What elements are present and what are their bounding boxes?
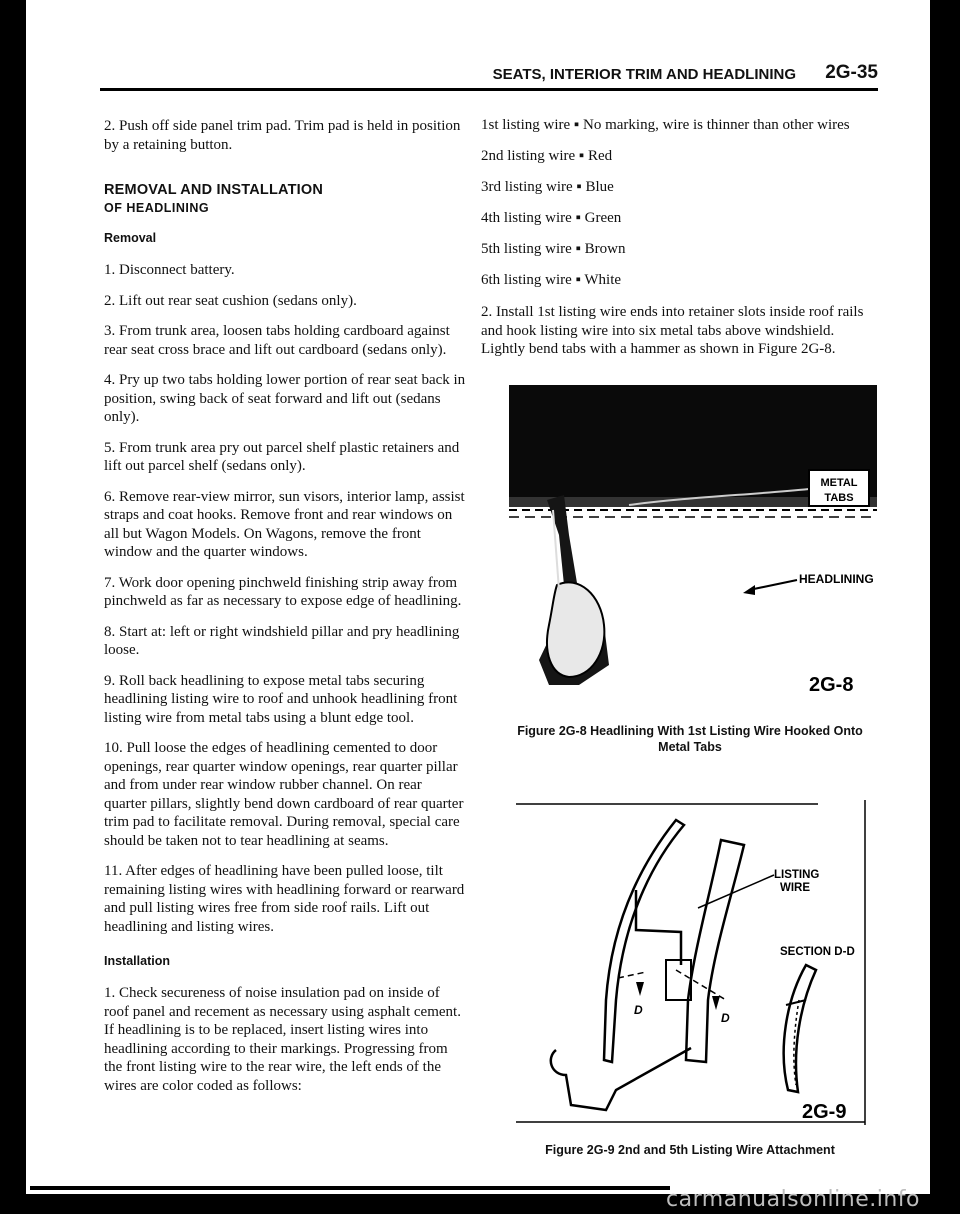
removal-step: 1. Disconnect battery. xyxy=(104,262,235,278)
watermark: carmanualsonline.info xyxy=(666,1187,920,1212)
wire-row: 5th listing wire ▪ Brown xyxy=(481,241,626,257)
removal-heading: Removal xyxy=(104,231,157,245)
label-tabs: TABS xyxy=(824,492,853,504)
label-metal: METAL xyxy=(820,477,857,489)
wire-row: 2nd listing wire ▪ Red xyxy=(481,148,613,164)
removal-step: 5. From trunk area pry out parcel shelf … xyxy=(104,439,460,475)
label-wire: WIRE xyxy=(780,882,810,894)
removal-step: 10. Pull loose the edges of headlining c… xyxy=(104,740,464,849)
page-border-right xyxy=(930,0,960,1214)
section-subtitle: OF HEADLINING xyxy=(104,201,210,215)
removal-step: 6. Remove rear-view mirror, sun visors, … xyxy=(104,488,465,561)
figure-2g-8-photo: METAL TABS HEADLINING 2G-8 xyxy=(509,385,877,703)
wire-marking: Brown xyxy=(584,241,626,257)
figure-2g-9-diagram: D D LISTING WIRE SECTION D-D 2G-9 xyxy=(516,800,876,1125)
header-title: SEATS, INTERIOR TRIM AND HEADLINING xyxy=(492,66,796,83)
label-section-d-d: SECTION D-D xyxy=(780,946,855,958)
label-headlining: HEADLINING xyxy=(799,572,874,586)
removal-step: 8. Start at: left or right windshield pi… xyxy=(104,623,460,659)
removal-step: 7. Work door opening pinchweld finishing… xyxy=(104,574,462,610)
removal-step: 4. Pry up two tabs holding lower portion… xyxy=(104,372,466,425)
page-rule-bottom xyxy=(30,1186,670,1190)
headlining-photo: METAL TABS HEADLINING 2G-8 xyxy=(509,385,877,703)
install-step-1: 1. Check secureness of noise insulation … xyxy=(104,985,461,1094)
wire-marking: Blue xyxy=(585,179,614,195)
figure-number-2g-9: 2G-9 xyxy=(802,1101,846,1123)
wire-name: 6th listing wire xyxy=(481,272,572,288)
removal-step: 11. After edges of headlining have been … xyxy=(104,863,465,935)
figure-2g-8-caption: Figure 2G-8 Headlining With 1st Listing … xyxy=(517,724,863,754)
figure-2g-9-caption: Figure 2G-9 2nd and 5th Listing Wire Att… xyxy=(545,1143,835,1157)
wire-name: 2nd listing wire xyxy=(481,148,576,164)
wire-marking: No marking, wire is thinner than other w… xyxy=(583,117,850,133)
right-column: 1st listing wire ▪ No marking, wire is t… xyxy=(481,117,875,371)
figure-number-2g-8: 2G-8 xyxy=(809,674,853,696)
wire-marking: White xyxy=(584,272,622,288)
page-border-left xyxy=(0,0,26,1214)
wire-name: 3rd listing wire xyxy=(481,179,573,195)
wire-marking: Red xyxy=(588,148,613,164)
page-number: 2G-35 xyxy=(825,62,878,83)
label-d-left: D xyxy=(634,1003,643,1017)
label-listing: LISTING xyxy=(774,869,819,881)
section-title: REMOVAL AND INSTALLATION xyxy=(104,182,324,198)
wire-name: 5th listing wire xyxy=(481,241,572,257)
wire-name: 4th listing wire xyxy=(481,210,572,226)
wire-row: 4th listing wire ▪ Green xyxy=(481,210,622,226)
wire-row: 3rd listing wire ▪ Blue xyxy=(481,179,614,195)
wire-row: 6th listing wire ▪ White xyxy=(481,272,622,288)
listing-wire-diagram: D D LISTING WIRE SECTION D-D 2G-9 xyxy=(516,800,866,1125)
label-d-right: D xyxy=(721,1011,730,1025)
removal-step: 2. Lift out rear seat cushion (sedans on… xyxy=(104,292,357,309)
wire-marking: Green xyxy=(584,210,622,226)
wire-row: 1st listing wire ▪ No marking, wire is t… xyxy=(481,117,850,133)
installation-heading: Installation xyxy=(104,954,170,968)
install-step-2: 2. Install 1st listing wire ends into re… xyxy=(481,304,864,357)
removal-step: 3. From trunk area, loosen tabs holding … xyxy=(104,323,450,358)
page-header: SEATS, INTERIOR TRIM AND HEADLINING 2G-3… xyxy=(100,62,878,91)
page-border-bottom xyxy=(0,1194,960,1214)
left-column: 2. Push off side panel trim pad. Trim pa… xyxy=(104,117,466,1107)
wire-name: 1st listing wire xyxy=(481,117,571,133)
removal-step: 9. Roll back headlining to expose metal … xyxy=(104,672,458,726)
intro-paragraph: 2. Push off side panel trim pad. Trim pa… xyxy=(104,118,461,153)
